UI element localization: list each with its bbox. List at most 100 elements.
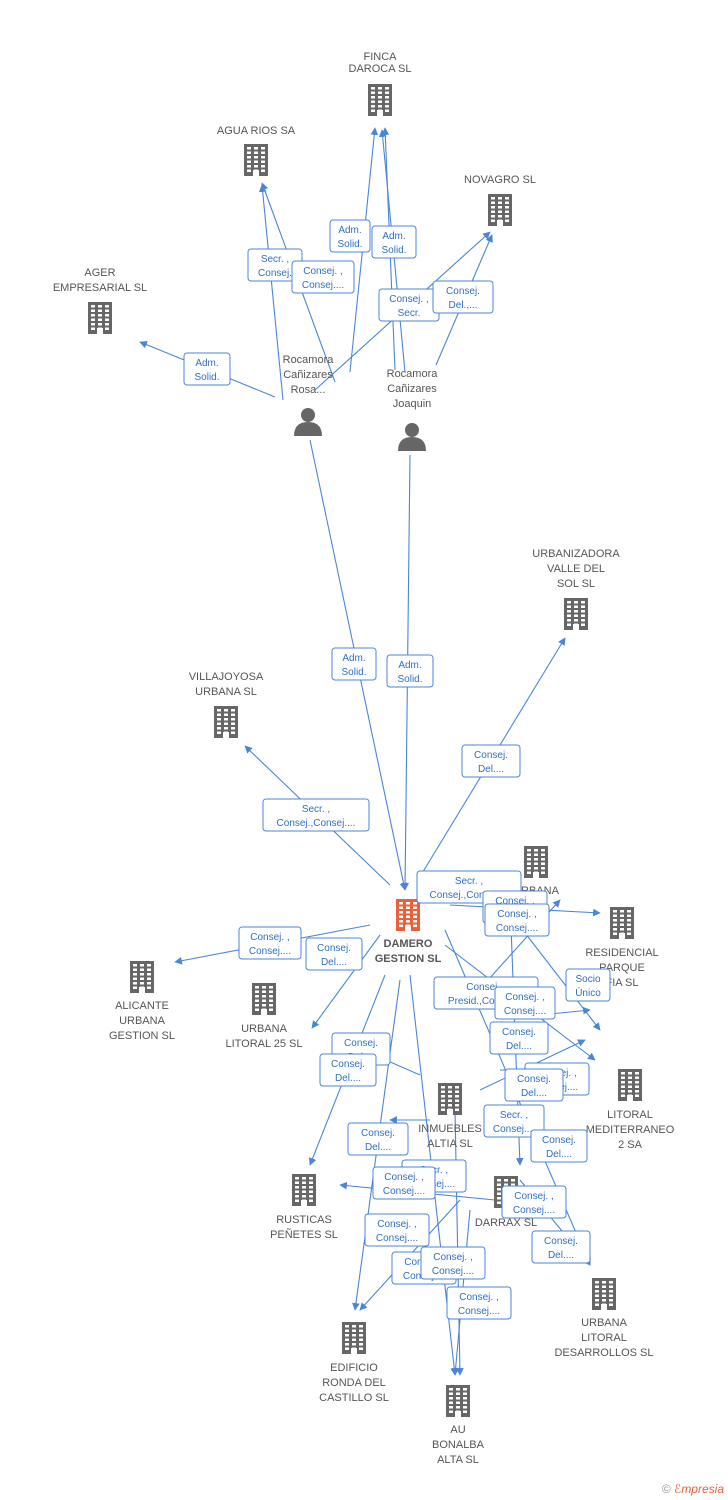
node-label: RESIDENCIAL <box>585 947 658 959</box>
relation-badge[interactable]: Consej.Del.... <box>530 1129 588 1163</box>
node-label: MEDITERRANEO <box>586 1124 675 1136</box>
relation-badge[interactable]: Consej. ,Consej.... <box>446 1286 512 1320</box>
node-agua[interactable]: AGUA RIOS SA <box>217 125 296 176</box>
relation-badge[interactable]: Adm.Solid. <box>386 654 434 688</box>
relation-badge-text: Consej. <box>542 1135 576 1146</box>
node-label: LITORAL <box>607 1109 653 1121</box>
relation-badge-text: Consej. <box>258 268 292 279</box>
relation-badge[interactable]: Consej. ,Consej.... <box>238 926 302 960</box>
node-label: AU <box>450 1424 465 1436</box>
relation-badge-text: Consej. , <box>505 992 544 1003</box>
relation-badge[interactable]: Secr. ,Consej.... <box>483 1104 545 1138</box>
relation-badge[interactable]: Consej.Del.... <box>319 1053 377 1087</box>
relation-badge[interactable]: Consej. ,Consej.... <box>494 986 556 1020</box>
relation-badge[interactable]: Consej.Del.... <box>504 1068 564 1102</box>
node-label: GESTION SL <box>375 953 442 965</box>
node-label: Rocamora <box>387 368 439 380</box>
relation-badge-text: Consej. <box>361 1128 395 1139</box>
relation-badge[interactable]: Adm.Solid. <box>371 225 417 259</box>
relation-badge-text: Del.... <box>548 1250 574 1261</box>
relation-badge[interactable]: Consej.Del.... <box>347 1122 409 1156</box>
relation-badge[interactable]: Consej. ,Consej.... <box>501 1185 567 1219</box>
relation-badge[interactable]: Consej.Del.,... <box>432 280 494 314</box>
relation-badge[interactable]: Consej.Del.... <box>531 1230 591 1264</box>
node-label: ALICANTE <box>115 1000 169 1012</box>
node-label: RONDA DEL <box>322 1377 386 1389</box>
edge-0 <box>258 184 284 401</box>
building-icon <box>564 598 588 630</box>
node-label: Rosa... <box>291 384 326 396</box>
relation-badge-text: Consej. , <box>384 1172 423 1183</box>
relation-badge-text: Consej. , <box>389 294 428 305</box>
building-icon <box>446 1385 470 1417</box>
node-label: GESTION SL <box>109 1030 175 1042</box>
node-urblitdes[interactable]: URBANA LITORAL DESARROLLOS SL <box>554 1278 654 1359</box>
relation-badge-text: Consej. <box>474 750 508 761</box>
relation-badge-text: Solid. <box>337 239 362 250</box>
node-label: INMUEBLES <box>418 1123 482 1135</box>
building-icon <box>292 1174 316 1206</box>
building-icon <box>252 983 276 1015</box>
relation-badge-text: Consej. , <box>459 1292 498 1303</box>
relation-badge[interactable]: Consej. , Secr. <box>378 288 440 322</box>
node-label: LITORAL <box>581 1332 627 1344</box>
relation-badge[interactable]: Adm.Solid. <box>183 352 231 386</box>
relation-badge-text: Del.... <box>478 764 504 775</box>
relation-badge-text: Consej.... <box>513 1205 555 1216</box>
relation-badge-text: Consej. <box>502 1027 536 1038</box>
node-label: BONALBA <box>432 1439 485 1451</box>
node-label: URBANA <box>581 1317 628 1329</box>
building-icon <box>214 706 238 738</box>
node-novagro[interactable]: NOVAGRO SL <box>464 174 536 226</box>
relation-badge-text: Presid.,Consej.... <box>448 996 524 1007</box>
node-label: CASTILLO SL <box>319 1392 389 1404</box>
building-icon <box>130 961 154 993</box>
node-label: RUSTICAS <box>276 1214 332 1226</box>
relation-badge-text: Adm. <box>398 660 421 671</box>
relation-badge-text: Del.,... <box>449 300 478 311</box>
copyright-symbol: © <box>661 1482 671 1496</box>
relation-badge[interactable]: Consej. Del.... <box>461 744 521 778</box>
relation-badge-text: Consej. , <box>377 1219 416 1230</box>
relation-badge-text: Consej. , <box>497 909 536 920</box>
relation-badge[interactable]: Secr. ,Consej.,Consej.... <box>262 798 370 832</box>
relation-badge[interactable]: Consej.Del.... <box>305 937 363 971</box>
node-label: Joaquin <box>393 398 432 410</box>
building-icon <box>342 1322 366 1354</box>
relation-badge[interactable]: Consej. ,Consej.... <box>291 260 355 294</box>
relation-badge-text: Consej. <box>517 1074 551 1085</box>
relation-badge[interactable]: Consej. ,Consej.... <box>372 1166 436 1200</box>
relation-badge-text: Solid. <box>341 667 366 678</box>
relation-badge[interactable]: Consej. ,Consej.... <box>364 1213 430 1247</box>
relation-badge[interactable]: Adm.Solid. <box>329 219 371 253</box>
node-label: Rocamora <box>283 354 335 366</box>
building-icon <box>368 84 392 116</box>
relation-badge[interactable]: Consej. ,Consej.... <box>420 1246 486 1280</box>
node-rosa[interactable]: RocamoraCañizaresRosa... <box>283 354 335 436</box>
node-label: DESARROLLOS SL <box>554 1347 653 1359</box>
relation-badge[interactable]: Adm.Solid. <box>331 647 377 681</box>
relation-badge-text: Consej. <box>331 1059 365 1070</box>
relation-badge[interactable]: Consej. ,Consej.... <box>484 903 550 937</box>
person-icon <box>294 408 322 436</box>
relation-badge-text: Secr. <box>398 308 421 319</box>
node-label: Cañizares <box>283 369 333 381</box>
relation-badge[interactable]: Consej.Del.... <box>489 1021 549 1055</box>
relation-badge-text: Consej.,Consej.... <box>277 818 356 829</box>
